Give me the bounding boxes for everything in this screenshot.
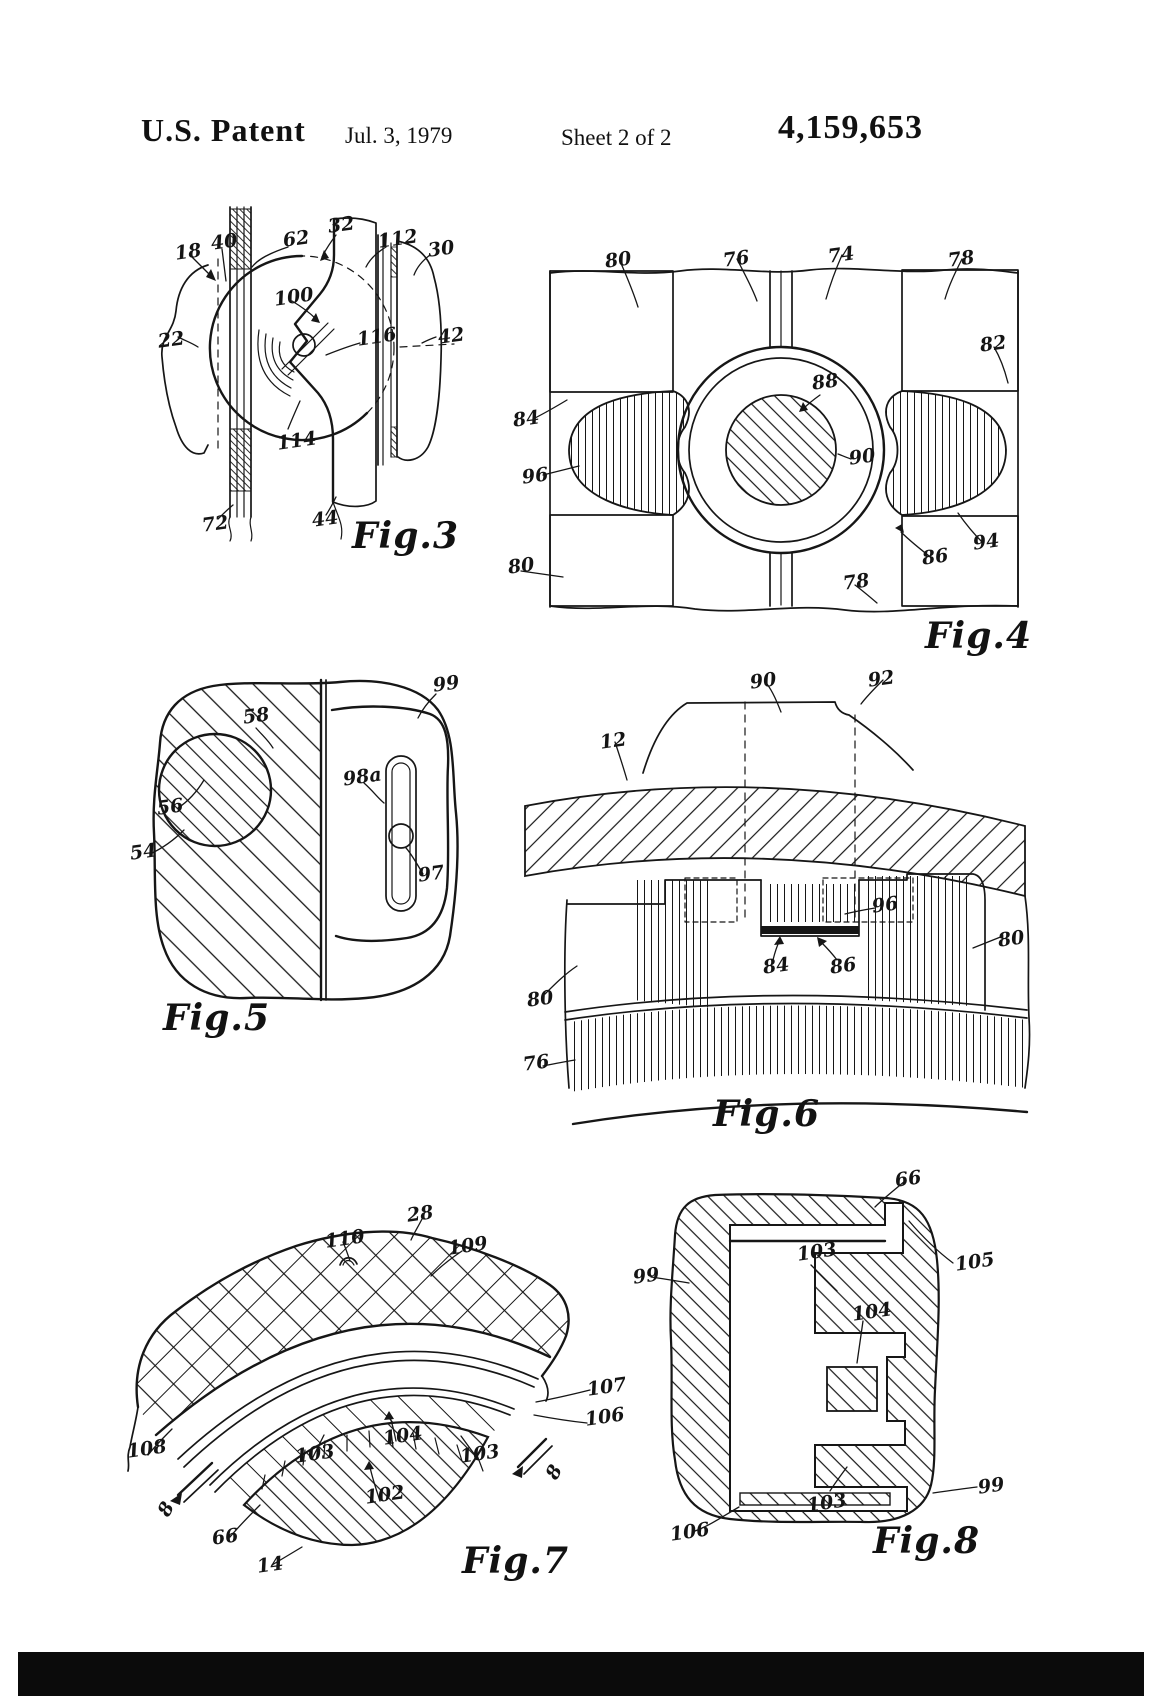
ref-label: 44 — [310, 506, 340, 532]
ref-label: 103 — [805, 1489, 848, 1517]
ref-label: 112 — [376, 225, 419, 253]
ref-label: 42 — [436, 323, 466, 349]
ref-label: 84 — [511, 406, 541, 432]
ref-label: 86 — [920, 544, 950, 570]
ref-label: 66 — [210, 1524, 240, 1550]
ref-label: 96 — [870, 892, 900, 918]
figure-3: 18 40 62 32 112 30 22 100 116 42 114 72 … — [130, 195, 490, 580]
ref-label: 28 — [405, 1201, 435, 1227]
ref-label: 72 — [200, 511, 230, 537]
fig7-drawing — [127, 1218, 591, 1566]
ref-label: 66 — [893, 1166, 923, 1192]
fig5-drawing — [149, 678, 459, 1002]
figure-caption: Fig.7 — [462, 1540, 569, 1582]
ref-label: 78 — [841, 569, 871, 595]
ref-label: 102 — [363, 1481, 406, 1509]
ref-label: 109 — [446, 1232, 489, 1260]
figure-caption: Fig.3 — [352, 515, 459, 557]
patent-title: U.S. Patent — [141, 112, 306, 148]
ref-label: 84 — [761, 953, 791, 979]
fig4-drawing — [520, 254, 1019, 613]
ref-label: 103 — [458, 1440, 501, 1468]
ref-label: 100 — [272, 283, 315, 311]
ref-label: 90 — [748, 668, 778, 694]
ref-label: 74 — [826, 242, 856, 268]
ref-label: 98a — [341, 763, 384, 791]
ref-label: 80 — [506, 553, 536, 579]
ref-label: 14 — [255, 1552, 285, 1578]
ref-label: 40 — [209, 229, 239, 255]
figure-caption: Fig.5 — [163, 997, 270, 1039]
ref-label: 96 — [520, 463, 550, 489]
sheet-number: Sheet 2 of 2 — [561, 125, 672, 150]
bottom-scan-bar — [18, 1652, 1144, 1696]
ref-label: 105 — [953, 1248, 996, 1276]
ref-label: 80 — [996, 926, 1026, 952]
ref-label: 99 — [976, 1473, 1006, 1499]
ref-label: 94 — [971, 529, 1001, 555]
ref-label: 110 — [323, 1225, 366, 1253]
ref-label: 106 — [668, 1518, 711, 1546]
fig8-drawing — [650, 1180, 978, 1532]
ref-label: 103 — [293, 1440, 336, 1468]
figure-7: 110 28 109 107 106 108 8 66 14 103 104 1… — [100, 1145, 628, 1615]
ref-label: 80 — [603, 247, 633, 273]
ref-label: 54 — [128, 839, 158, 865]
ref-label: 114 — [275, 427, 318, 455]
ref-label: 12 — [598, 728, 628, 754]
ref-label: 88 — [810, 369, 840, 395]
figure-caption: Fig.4 — [925, 615, 1032, 657]
ref-label: 86 — [828, 953, 858, 979]
ref-label: 97 — [416, 861, 446, 887]
ref-label: 62 — [281, 226, 311, 252]
ref-label: 58 — [241, 703, 271, 729]
ref-label: 78 — [946, 246, 976, 272]
ref-label: 80 — [525, 986, 555, 1012]
ref-label: 76 — [721, 246, 751, 272]
ref-label: 108 — [125, 1435, 168, 1463]
ref-label: 30 — [426, 236, 456, 262]
ref-label: 99 — [631, 1263, 661, 1289]
figure-4: 80 76 74 78 82 84 96 88 90 80 86 94 78 F… — [505, 242, 1031, 673]
figure-8: 66 103 105 99 104 99 103 106 Fig.8 — [615, 1095, 1065, 1575]
figure-6: 90 92 12 96 84 86 80 80 76 Fig.6 — [515, 618, 1035, 1168]
patent-number: 4,159,653 — [778, 109, 923, 146]
figure-caption: Fig.6 — [713, 1093, 820, 1135]
patent-date: Jul. 3, 1979 — [345, 123, 453, 148]
ref-label: 116 — [355, 323, 398, 351]
fig3-drawing — [161, 206, 455, 542]
figure-caption: Fig.8 — [873, 1520, 980, 1562]
ref-label: 104 — [850, 1298, 893, 1326]
ref-label: 92 — [866, 666, 896, 692]
ref-label: 22 — [156, 327, 186, 353]
ref-label: 103 — [795, 1238, 838, 1266]
ref-label: 99 — [431, 671, 461, 697]
ref-label: 56 — [155, 794, 185, 820]
ref-label: 32 — [326, 212, 356, 238]
ref-label: 90 — [847, 444, 877, 470]
fig6-drawing — [524, 679, 1031, 1126]
ref-label: 76 — [521, 1050, 551, 1076]
ref-label: 82 — [978, 331, 1008, 357]
ref-label: 104 — [381, 1422, 424, 1450]
figure-5: 58 56 54 98a 99 97 Fig.5 — [118, 648, 478, 1080]
ref-label: 18 — [173, 239, 203, 265]
